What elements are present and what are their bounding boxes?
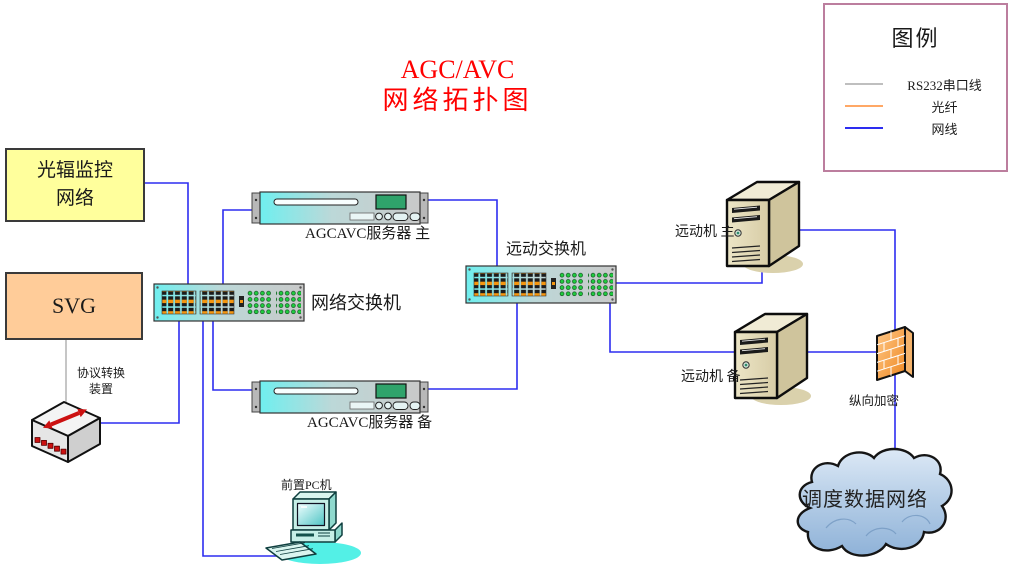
agc-server-main-label: AGCAVC服务器 主 xyxy=(305,226,431,242)
node-pv-monitor-network: 光辐监控 网络 xyxy=(5,148,145,222)
link-servermain-to-switch xyxy=(222,209,262,288)
diagram-title-line1: AGC/AVC xyxy=(400,55,515,84)
link-remoteswitch-to-towerbackup xyxy=(609,300,739,353)
legend-item-network-cable: 网线 xyxy=(825,121,1006,137)
protocol-converter-label: 协议转换 装置 xyxy=(70,365,132,397)
legend-item-label: 网线 xyxy=(931,121,958,137)
network-switch-label: 网络交换机 xyxy=(311,293,401,313)
remote-machine-backup-label: 远动机 备 xyxy=(681,370,741,385)
legend-item-label: RS232串口线 xyxy=(907,77,982,93)
protocol-converter-device xyxy=(30,400,102,464)
legend: 图例 RS232串口线 光纤 网线 xyxy=(823,3,1008,172)
legend-item-label: 光纤 xyxy=(931,99,958,115)
front-pc-device xyxy=(265,491,362,565)
front-pc-label: 前置PC机 xyxy=(281,478,332,492)
link-switch-to-serverbackup xyxy=(212,318,262,391)
legend-item-rs232: RS232串口线 xyxy=(825,77,1006,93)
link-switch-to-pc xyxy=(202,318,292,557)
protocol-converter-label-line2: 装置 xyxy=(88,382,113,397)
agc-server-backup-label: AGCAVC服务器 备 xyxy=(307,415,433,431)
link-pv-to-switch xyxy=(143,182,189,288)
pv-network-label-line2: 网络 xyxy=(55,188,94,209)
protocol-converter-label-line1: 协议转换 xyxy=(76,366,125,380)
diagram-title-line2: 网络拓扑图 xyxy=(382,86,533,116)
remote-switch-label: 远动交换机 xyxy=(506,241,587,258)
firewall-icon xyxy=(876,326,914,381)
diagram-title: AGC/AVC 网络拓扑图 xyxy=(330,54,585,116)
link-servermain-to-remoteswitch xyxy=(424,199,498,272)
rs232-line-swatch xyxy=(845,83,883,85)
pv-network-label-line1: 光辐监控 xyxy=(36,160,113,182)
link-switch-to-protocol xyxy=(96,318,180,424)
agc-server-main-device xyxy=(251,191,429,225)
network-switch-device xyxy=(153,283,305,322)
remote-machine-backup-device xyxy=(733,312,813,407)
remote-machine-main-label: 远动机 主 xyxy=(675,225,735,240)
remote-machine-main-device xyxy=(725,180,805,275)
node-svg-system: SVG xyxy=(5,272,143,340)
legend-title: 图例 xyxy=(891,26,940,51)
firewall-label: 纵向加密 xyxy=(849,394,900,408)
link-towermain-firewall-cloud xyxy=(793,229,896,452)
remote-switch-device xyxy=(465,265,617,304)
link-serverbackup-to-remoteswitch xyxy=(424,299,518,390)
connection-lines xyxy=(65,182,896,557)
dispatch-cloud-shape xyxy=(796,447,953,557)
svg-system-label: SVG xyxy=(51,293,96,318)
legend-item-fiber: 光纤 xyxy=(825,99,1006,115)
agc-server-backup-device xyxy=(251,380,429,414)
fiber-line-swatch xyxy=(845,105,883,107)
network-line-swatch xyxy=(845,127,883,129)
dispatch-cloud-label: 调度数据网络 xyxy=(802,489,928,511)
